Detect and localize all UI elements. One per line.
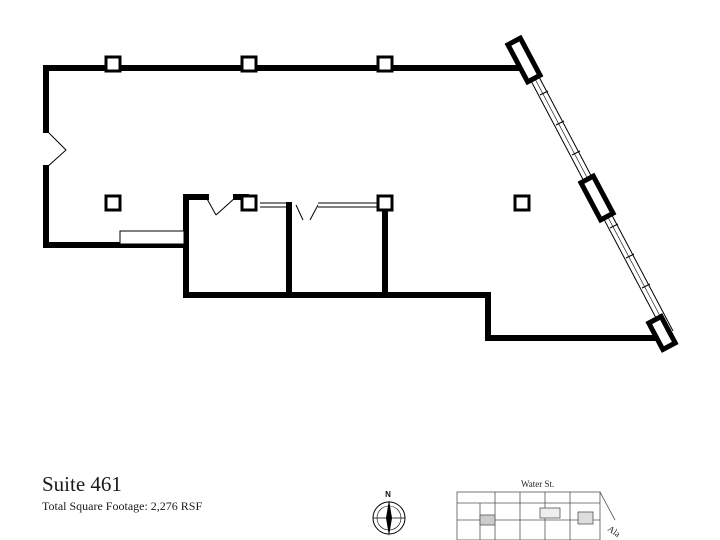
structural-columns — [104, 55, 531, 212]
window-columns — [504, 34, 679, 353]
room-1-door — [205, 196, 237, 216]
column — [104, 194, 122, 212]
column — [240, 194, 258, 212]
key-plan-street-side: Ala — [606, 523, 622, 539]
compass-north-label: N — [385, 490, 391, 499]
exterior-walls — [43, 65, 663, 341]
column — [376, 55, 394, 73]
room-front-partition — [260, 202, 378, 208]
left-entry-door — [45, 129, 67, 169]
column — [240, 55, 258, 73]
window-column-middle — [577, 172, 617, 224]
column — [376, 194, 394, 212]
window-column-top — [504, 34, 544, 86]
window-column-bottom — [645, 313, 679, 353]
key-plan-street-top: Water St. — [521, 479, 554, 489]
column — [104, 55, 122, 73]
key-plan: Water St. Ala — [456, 479, 622, 540]
counter — [119, 230, 185, 245]
doors — [45, 129, 319, 221]
compass: N — [372, 490, 406, 536]
room-2-door — [295, 204, 319, 221]
column — [513, 194, 531, 212]
compass-north-arrow — [386, 500, 392, 536]
suite-footage: Total Square Footage: 2,276 RSF — [42, 499, 203, 513]
suite-title: Suite 461 — [42, 472, 122, 496]
